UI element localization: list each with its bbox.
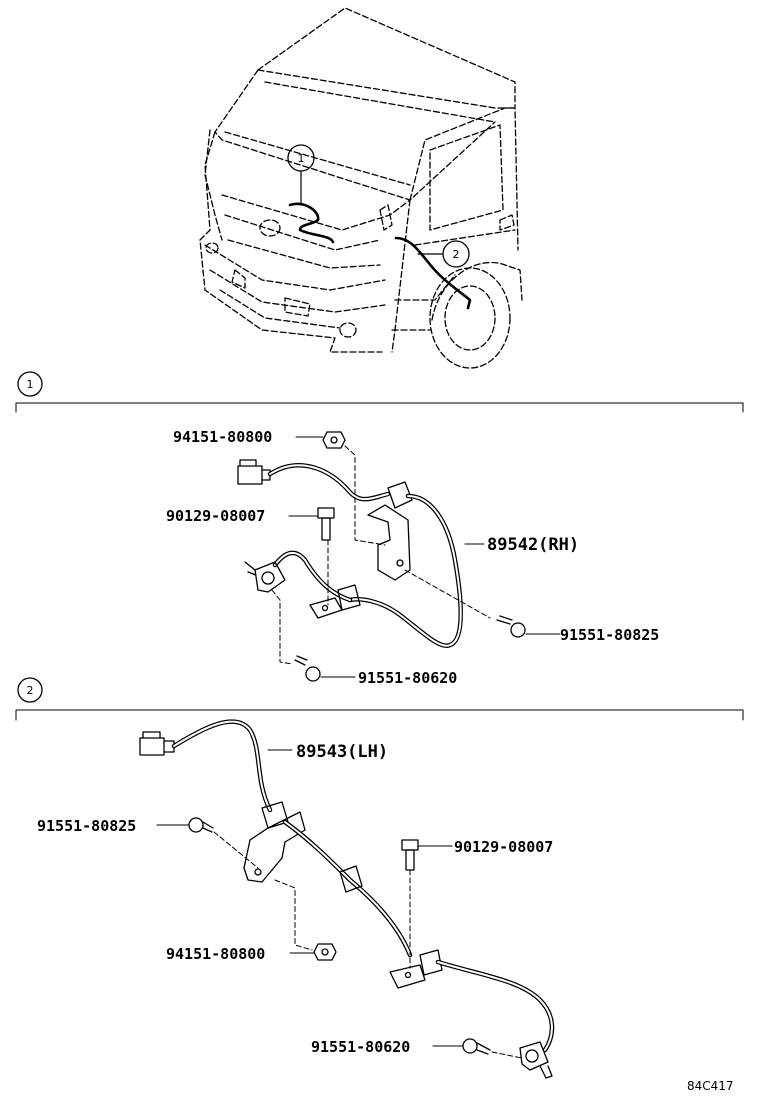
callout-1: 1 [287, 144, 315, 172]
flange-bolt-icon [294, 655, 321, 682]
label-89542-rh: 89542(RH) [487, 535, 579, 555]
callout-2-label: 2 [453, 248, 460, 261]
flange-bolt-icon [496, 615, 526, 638]
nut-icon [322, 431, 346, 449]
nut-icon [313, 943, 337, 961]
connector-icon [139, 731, 175, 756]
callout-1-label: 1 [298, 152, 305, 165]
label-90129-08007: 90129-08007 [166, 507, 265, 525]
label-94151-80800: 94151-80800 [173, 428, 272, 446]
label-91551-80620: 91551-80620 [358, 669, 457, 687]
figure-code: 84C417 [687, 1079, 734, 1093]
cab-callout-leaders [300, 170, 444, 255]
section-1-parts [237, 431, 561, 682]
section-2-labels: 89543(LH) 91551-80825 90129-08007 94151-… [37, 742, 553, 1056]
bolt-icon [317, 507, 335, 541]
wheel-speed-sensor-icon [244, 561, 286, 593]
section-1-header: 1 [15, 371, 744, 413]
cab-harness-paths [288, 202, 472, 310]
label-91551-80825: 91551-80825 [37, 817, 136, 835]
section-2-fitting-lines [213, 831, 523, 1059]
section-1-marker: 1 [27, 378, 34, 391]
label-91551-80620: 91551-80620 [311, 1038, 410, 1056]
label-90129-08007: 90129-08007 [454, 838, 553, 856]
bolt-icon [401, 839, 419, 871]
section-2-parts [139, 719, 555, 1079]
flange-bolt-icon [462, 1038, 491, 1055]
section-2-marker: 2 [27, 684, 34, 697]
section-2-header: 2 [15, 677, 744, 721]
section-1-fitting-lines [271, 445, 491, 665]
section-1-labels: 94151-80800 90129-08007 89542(RH) 91551-… [166, 428, 659, 687]
label-89543-lh: 89543(LH) [296, 742, 388, 762]
flange-bolt-icon [188, 817, 214, 833]
label-94151-80800: 94151-80800 [166, 945, 265, 963]
wheel-speed-sensor-icon [519, 1041, 553, 1079]
callout-2: 2 [442, 240, 470, 268]
label-91551-80825: 91551-80825 [560, 626, 659, 644]
truck-cab-illustration [199, 7, 523, 369]
connector-icon [237, 459, 271, 485]
